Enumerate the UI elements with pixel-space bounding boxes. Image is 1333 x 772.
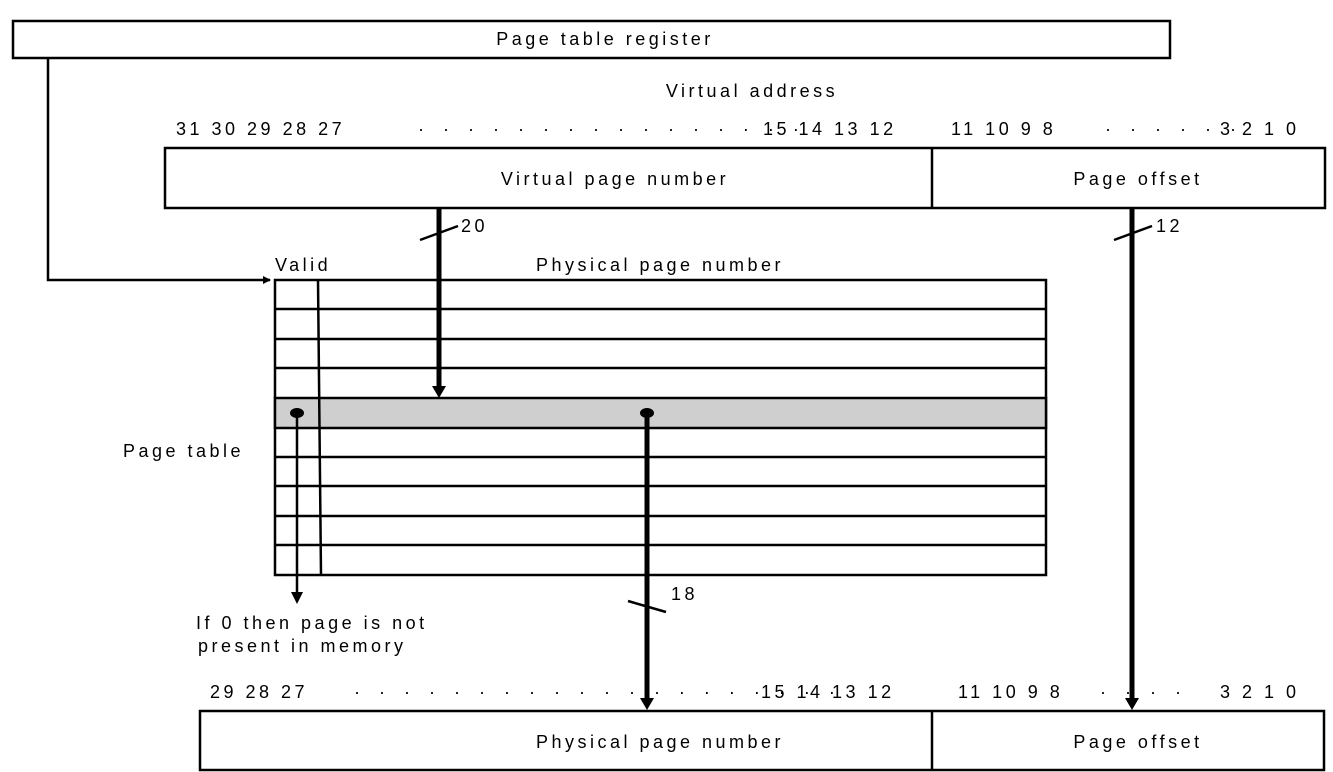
va-page-offset-label: Page offset bbox=[1073, 169, 1202, 189]
pa-bits-right: 3 2 1 0 bbox=[1220, 682, 1300, 702]
ppn-width-label: 18 bbox=[671, 584, 698, 604]
virtual-address-title: Virtual address bbox=[666, 81, 838, 101]
pa-dots-right: · · · · bbox=[1100, 682, 1188, 702]
pa-dots-left: · · · · · · · · · · · · · · · · · · · · bbox=[354, 682, 842, 702]
vpn-width-tick bbox=[419, 224, 459, 242]
register-pointer-arrow bbox=[46, 58, 271, 284]
virtual-address-box bbox=[163, 146, 1327, 210]
invalid-note-line2: present in memory bbox=[198, 636, 407, 656]
offset-arrowhead bbox=[1125, 698, 1139, 710]
valid-header: Valid bbox=[275, 255, 331, 275]
offset-width-label: 12 bbox=[1156, 216, 1183, 236]
ppn-header: Physical page number bbox=[536, 255, 784, 275]
vpn-width-label: 20 bbox=[461, 216, 488, 236]
page-table-register-box bbox=[11, 19, 1172, 60]
va-bits-mid2: 11 10 9 8 bbox=[951, 119, 1056, 139]
selected-page-table-entry bbox=[273, 396, 1048, 430]
va-dots-right: · · · · · · bbox=[1105, 119, 1243, 139]
page-table-label: Page table bbox=[123, 441, 244, 461]
ppn-arrowhead bbox=[640, 698, 654, 710]
page-table-register-label: Page table register bbox=[496, 29, 714, 49]
pa-bits-mid: 15 14 13 12 bbox=[761, 682, 895, 702]
va-dots-left: · · · · · · · · · · · · · · · · bbox=[418, 119, 806, 139]
physical-page-number-label: Physical page number bbox=[536, 732, 784, 752]
valid-bit-arrowhead bbox=[291, 592, 303, 604]
pa-page-offset-label: Page offset bbox=[1073, 732, 1202, 752]
ppn-width-tick bbox=[627, 599, 667, 614]
pa-bits-left: 29 28 27 bbox=[210, 682, 308, 702]
invalid-note-line1: If 0 then page is not bbox=[196, 613, 428, 633]
page-table bbox=[273, 278, 1048, 577]
valid-column-divider bbox=[316, 279, 323, 576]
vpn-arrowhead bbox=[432, 386, 446, 398]
virtual-page-number-label: Virtual page number bbox=[501, 169, 729, 189]
offset-width-tick bbox=[1113, 224, 1153, 242]
pa-bits-mid2: 11 10 9 8 bbox=[958, 682, 1063, 702]
physical-address-box bbox=[198, 709, 1326, 772]
va-bits-mid: 15 14 13 12 bbox=[763, 119, 897, 139]
va-bits-left: 31 30 29 28 27 bbox=[176, 119, 345, 139]
va-bits-right: 3 2 1 0 bbox=[1220, 119, 1300, 139]
